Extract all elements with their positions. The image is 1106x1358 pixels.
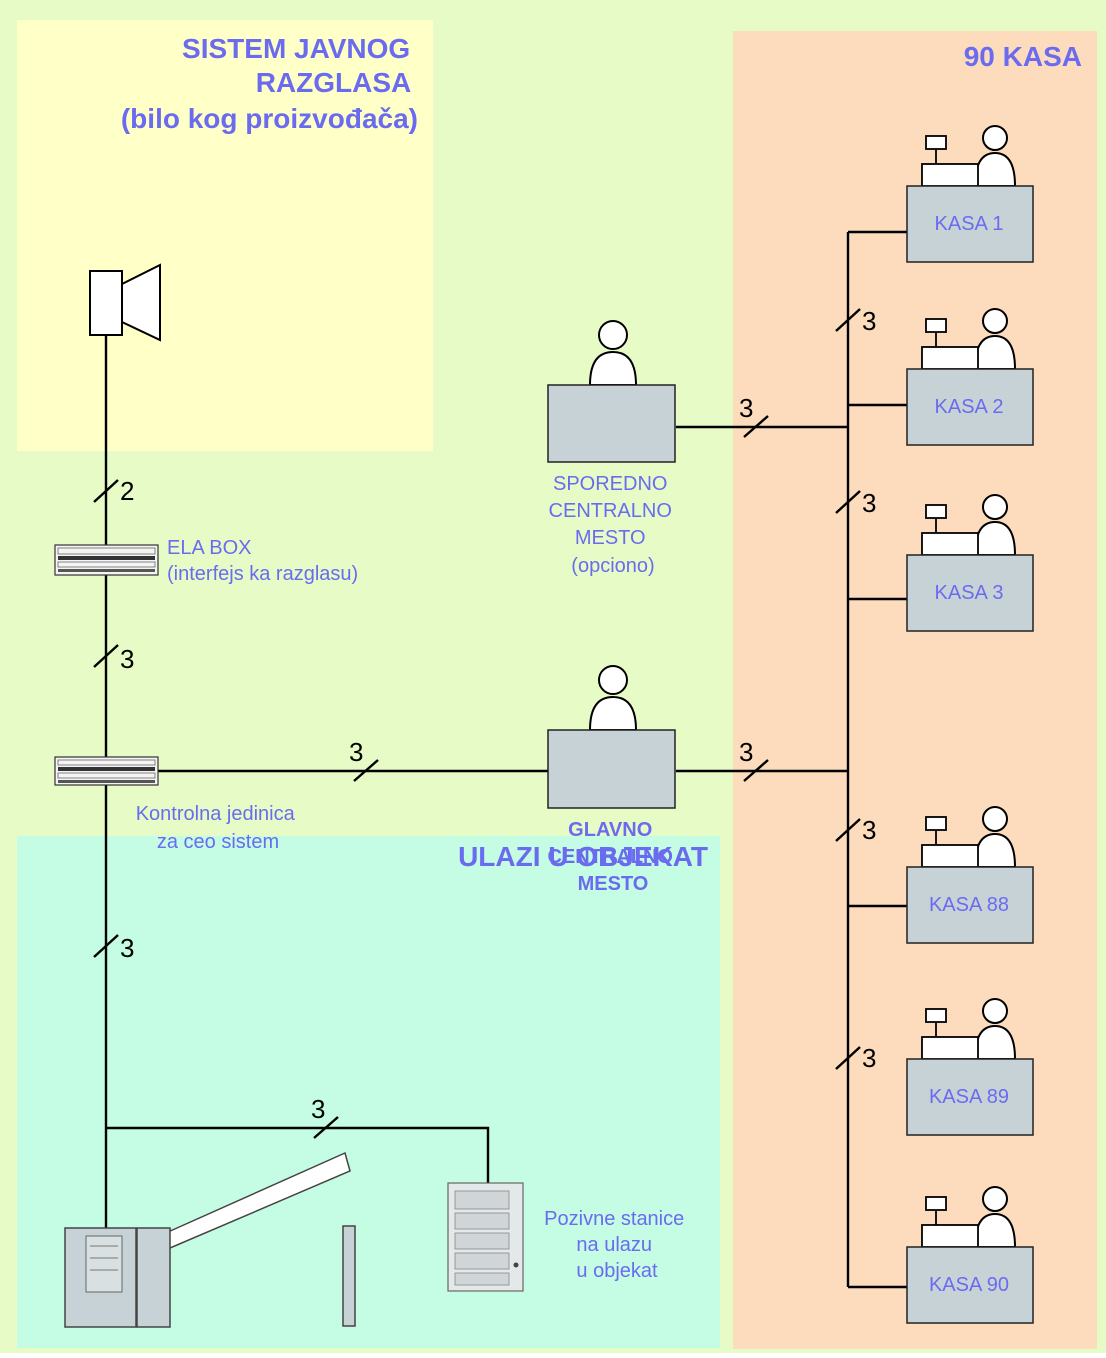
register-counter: [906, 1058, 1034, 1136]
cash-register-station[interactable]: KASA 2: [906, 308, 1034, 446]
register-counter: [906, 554, 1034, 632]
svg-text:3: 3: [862, 815, 876, 845]
register-label: KASA 2: [935, 396, 1004, 418]
wire-count-entrance-panel: 3: [311, 1094, 339, 1139]
main-station-label: GLAVNO CENTRALNO MESTO: [547, 819, 678, 895]
rack-unit-icon: [54, 544, 159, 576]
svg-text:3: 3: [862, 1043, 876, 1073]
secondary-station[interactable]: [547, 320, 676, 463]
cash-register-station[interactable]: KASA 90: [906, 1186, 1034, 1324]
cashier-icon: [973, 998, 1017, 1060]
wire-count-control-main: 3: [349, 737, 379, 782]
pa-zone: [17, 20, 433, 451]
register-label: KASA 88: [929, 894, 1009, 916]
wire-count-secondary-bus: 3: [739, 393, 769, 438]
wire-count-ela-control: 3: [93, 644, 134, 674]
door-call-panel[interactable]: [447, 1182, 524, 1292]
loudspeaker-icon: [89, 263, 161, 342]
cash-zone-title: 90 KASA: [964, 41, 1082, 72]
register-label: KASA 90: [929, 1274, 1009, 1296]
operator-icon: [588, 320, 638, 386]
secondary-station-label: SPOREDNO CENTRALNO MESTO (opciono): [549, 473, 678, 577]
wire-count-speaker-ela: 2: [93, 476, 134, 506]
cash-register-station[interactable]: KASA 88: [906, 806, 1034, 944]
barrier-gate-icon[interactable]: [64, 1151, 356, 1328]
register-terminal-icon: [921, 135, 979, 187]
wire-count-bus-88-89: 3: [835, 1043, 876, 1073]
register-label: KASA 3: [935, 582, 1004, 604]
svg-text:3: 3: [739, 737, 753, 767]
door-call-panel-label: Pozivne stanice na ulazu u objekat: [544, 1208, 690, 1282]
svg-text:3: 3: [862, 488, 876, 518]
cashier-icon: [973, 1186, 1017, 1248]
wire-count-bus-1-2: 3: [835, 306, 876, 336]
svg-text:3: 3: [311, 1094, 325, 1124]
wire-count-control-entrance: 3: [93, 933, 134, 963]
register-terminal-icon: [921, 816, 979, 868]
register-terminal-icon: [921, 504, 979, 556]
main-station-desk: [547, 729, 676, 809]
wire-count-main-bus: 3: [739, 737, 769, 782]
entrance-zone-title: ULAZI U OBJEKAT: [458, 841, 708, 872]
register-label: KASA 89: [929, 1086, 1009, 1108]
register-counter: [906, 368, 1034, 446]
register-counter: [906, 1246, 1034, 1324]
pa-zone-title: SISTEM JAVNOG RAZGLASA (bilo kog proizvo…: [121, 33, 418, 134]
cash-register-station[interactable]: KASA 89: [906, 998, 1034, 1136]
cash-register-station[interactable]: KASA 1: [906, 125, 1034, 263]
wire-count-bus-2-3: 3: [835, 488, 876, 518]
control-unit-label: Kontrolna jedinica za ceo sistem: [136, 803, 301, 853]
register-counter: [906, 866, 1034, 944]
registers-layer: KASA 1 KASA 2 KASA 3 KASA 88 KASA 89 KASA 90: [906, 125, 1034, 1324]
register-terminal-icon: [921, 318, 979, 370]
ela-box-label: ELA BOX (interfejs ka razglasu): [167, 537, 358, 585]
register-label: KASA 1: [935, 213, 1004, 235]
svg-text:2: 2: [120, 476, 134, 506]
cash-register-station[interactable]: KASA 3: [906, 494, 1034, 632]
register-counter: [906, 185, 1034, 263]
wire-entrance-to-panel: [106, 1126, 490, 1183]
svg-text:3: 3: [739, 393, 753, 423]
ela-box-device[interactable]: [54, 544, 159, 576]
main-station[interactable]: [547, 665, 676, 809]
cashier-icon: [973, 494, 1017, 556]
svg-text:3: 3: [120, 644, 134, 674]
register-terminal-icon: [921, 1196, 979, 1248]
control-unit-device[interactable]: [54, 756, 159, 786]
register-terminal-icon: [921, 1008, 979, 1060]
operator-icon: [588, 665, 638, 731]
svg-text:3: 3: [862, 306, 876, 336]
wire-count-bus-mid-88: 3: [835, 815, 876, 845]
svg-text:3: 3: [120, 933, 134, 963]
svg-text:3: 3: [349, 737, 363, 767]
intercom-panel-icon: [447, 1182, 524, 1292]
rack-unit-icon: [54, 756, 159, 786]
secondary-station-desk: [547, 384, 676, 463]
